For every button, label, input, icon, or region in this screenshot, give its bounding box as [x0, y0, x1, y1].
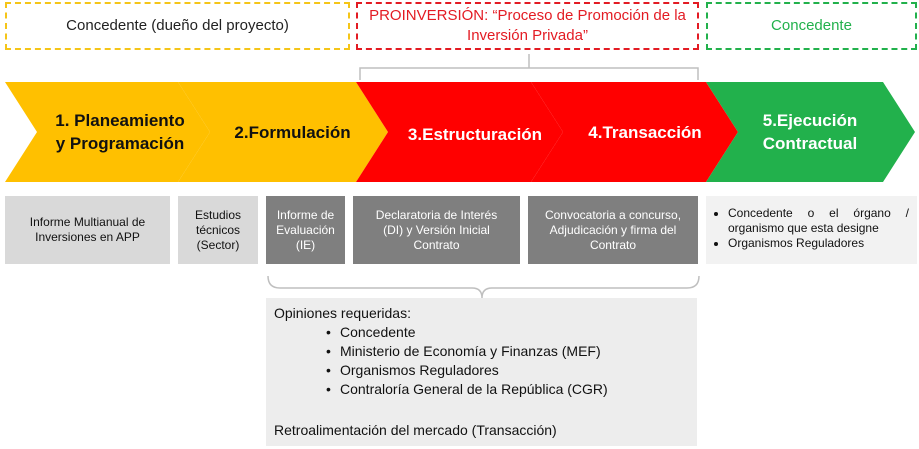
stage-chevron-4	[531, 82, 738, 182]
ejecucion-list-item: Organismos Reguladores	[728, 236, 909, 251]
stage-chevron-2	[178, 82, 388, 182]
stage-2-line1: 2.Formulación	[234, 122, 351, 142]
stage-1-line2: y Programación	[55, 134, 185, 153]
header-proinversion-line1: PROINVERSIÓN: “Proceso de Promoción de l…	[369, 7, 686, 24]
header-proinversion: PROINVERSIÓN: “Proceso de Promoción de l…	[356, 2, 699, 50]
stage-chevron-5	[706, 82, 915, 182]
proinversion-bracket	[359, 67, 699, 80]
box-estudios-line1: Estudios	[194, 207, 242, 222]
header-concedente-owner-text: Concedente (dueño del proyecto)	[66, 17, 289, 34]
stage-5-line2: Contractual	[762, 134, 858, 153]
opinions-list-item: Concedente	[340, 323, 689, 342]
box-declaratoria-line3: Contrato	[413, 237, 460, 252]
stage-label-5: 5.Ejecución Contractual	[730, 96, 890, 168]
stage-4-line1: 4.Transacción	[588, 122, 702, 142]
box-estudios-tecnicos: Estudios técnicos (Sector)	[178, 196, 258, 264]
opinions-list-item: Ministerio de Economía y Finanzas (MEF)	[340, 342, 689, 361]
box-declaratoria-line1: Declaratoria de Interés	[375, 207, 498, 222]
box-declaratoria: Declaratoria de Interés (DI) y Versión I…	[353, 196, 520, 264]
box-convocatoria-line2: Adjudicación y firma del	[549, 222, 677, 237]
box-convocatoria: Convocatoria a concurso, Adjudicación y …	[528, 196, 698, 264]
box-informe-multianual-line1: Informe Multianual de	[29, 215, 146, 229]
stage-chevron-1	[5, 82, 210, 182]
stage-label-3: 3.Estructuración	[390, 96, 560, 172]
box-convocatoria-line3: Contrato	[589, 237, 636, 252]
opinions-box: Opiniones requeridas: Concedente Ministe…	[266, 298, 697, 446]
ejecucion-list-item: Concedente o el órgano / organismo que e…	[728, 206, 909, 236]
opinions-bracket	[267, 275, 700, 299]
opinions-footer: Retroalimentación del mercado (Transacci…	[274, 422, 557, 438]
header-concedente-right-text: Concedente	[771, 17, 852, 34]
box-ie-line1: Informe de	[276, 207, 335, 222]
stage-chevron-3	[356, 82, 563, 182]
box-ie-line2: Evaluación	[276, 222, 335, 237]
box-estudios-line3: (Sector)	[196, 237, 240, 252]
stage-label-1: 1. Planeamiento y Programación	[40, 96, 200, 168]
opinions-list-item: Contraloría General de la República (CGR…	[340, 380, 689, 399]
header-concedente-owner: Concedente (dueño del proyecto)	[5, 2, 350, 50]
box-declaratoria-line2: (DI) y Versión Inicial	[383, 222, 490, 237]
header-proinversion-line2: Inversión Privada”	[467, 27, 588, 44]
stage-label-4: 4.Transacción	[560, 96, 730, 168]
stage-label-2: 2.Formulación	[210, 96, 375, 168]
box-informe-evaluacion: Informe de Evaluación (IE)	[266, 196, 345, 264]
ejecucion-list: Concedente o el órgano / organismo que e…	[714, 206, 909, 251]
box-informe-multianual-line2: Inversiones en APP	[35, 230, 140, 244]
stage-3-line1: 3.Estructuración	[407, 124, 543, 144]
opinions-title: Opiniones requeridas:	[274, 305, 411, 321]
opinions-list-item: Organismos Reguladores	[340, 361, 689, 380]
box-ie-line3: (IE)	[295, 237, 316, 252]
stage-5-line1: 5.Ejecución	[762, 111, 858, 130]
stage-1-line1: 1. Planeamiento	[55, 111, 185, 130]
box-convocatoria-line1: Convocatoria a concurso,	[544, 207, 682, 222]
box-informe-multianual: Informe Multianual de Inversiones en APP	[5, 196, 170, 264]
box-ejecucion-list: Concedente o el órgano / organismo que e…	[706, 196, 917, 264]
box-estudios-line2: técnicos	[195, 222, 241, 237]
opinions-list: Concedente Ministerio de Economía y Fina…	[274, 323, 689, 399]
header-concedente-right: Concedente	[706, 2, 917, 50]
